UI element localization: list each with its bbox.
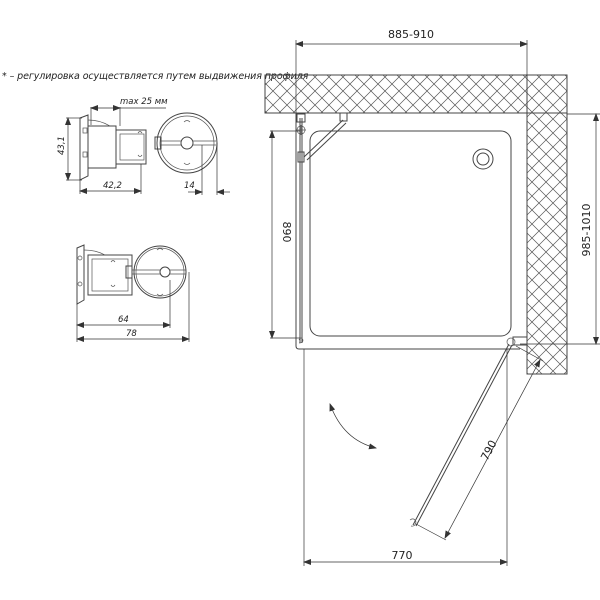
inner-dimension-label: 64 [118, 315, 129, 325]
max-adjust-label: max 25 мм [120, 97, 168, 107]
side-wall [526, 112, 568, 375]
width-range-label: 885-910 [388, 28, 434, 41]
opening-label: 770 [392, 549, 413, 562]
profile-width-label: 42,2 [103, 181, 122, 191]
shower-tray [309, 130, 512, 337]
back-wall [264, 74, 568, 114]
fixed-panel-label: 890 [280, 222, 293, 243]
door-swing-arrow-icon [329, 403, 377, 450]
offset-label: 14 [184, 181, 195, 191]
outer-dimension-label: 78 [126, 329, 137, 339]
drain-icon [472, 148, 494, 170]
adjustment-note: * – регулировка осуществляется путем выд… [2, 71, 309, 82]
profile-detail-bottom: 64 78 [76, 244, 190, 342]
profile-detail-top: max 25 мм 43,1 42,2 14 [57, 97, 230, 195]
profile-height-label: 43,1 [57, 136, 67, 155]
door-panel [412, 343, 510, 526]
depth-range-label: 985-1010 [580, 204, 593, 257]
plan-view: 885-910 985-1010 890 [264, 28, 600, 566]
